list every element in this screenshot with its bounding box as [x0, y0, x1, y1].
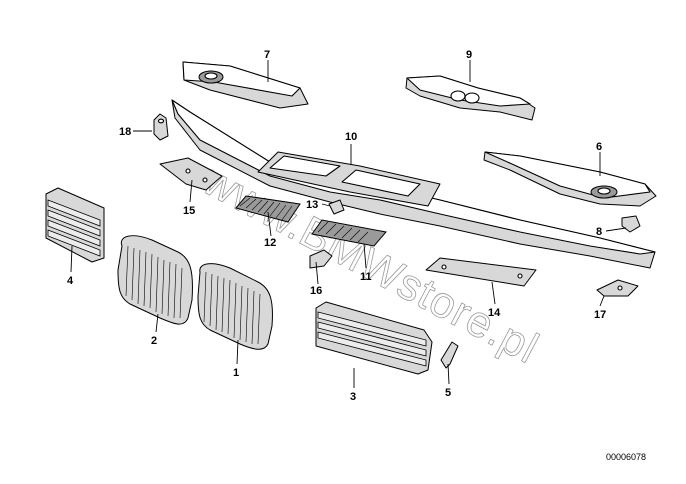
part-15-seal-plate[interactable] — [159, 157, 223, 191]
callout-9: 9 — [466, 49, 472, 61]
callout-12: 12 — [264, 237, 276, 249]
part-17-tab[interactable] — [596, 279, 639, 297]
callout-18: 18 — [119, 126, 131, 138]
diagram-reference-number: 00006078 — [606, 452, 646, 462]
part-1-kidney-grille-right[interactable] — [197, 263, 273, 350]
callout-14: 14 — [488, 307, 501, 319]
callout-2: 2 — [151, 335, 157, 347]
callout-11: 11 — [360, 271, 372, 283]
callout-6: 6 — [596, 141, 602, 153]
part-2-kidney-grille-left[interactable] — [117, 235, 193, 325]
part-5-bracket[interactable] — [440, 341, 459, 369]
part-8-clip[interactable] — [621, 215, 641, 233]
callout-1: 1 — [233, 367, 239, 379]
callout-13: 13 — [306, 199, 318, 211]
callout-10: 10 — [345, 131, 357, 143]
part-12-intake-grille[interactable] — [235, 195, 301, 223]
part-4-left-louver-grille[interactable] — [45, 187, 105, 263]
callout-7: 7 — [264, 49, 270, 61]
part-3-right-louver-grille[interactable] — [315, 301, 433, 375]
callout-5: 5 — [445, 387, 451, 399]
part-7-left-cowl-trim[interactable] — [182, 61, 309, 109]
callout-4: 4 — [67, 275, 74, 287]
part-9-center-bracket[interactable] — [405, 75, 536, 121]
part-11-intake-grille[interactable] — [311, 219, 387, 247]
callout-16: 16 — [310, 285, 322, 297]
part-16-pad[interactable] — [309, 249, 333, 269]
part-10-cowl-panel[interactable] — [171, 99, 656, 269]
callout-8: 8 — [596, 226, 602, 238]
part-6-right-cowl-trim[interactable] — [483, 151, 657, 207]
callout-17: 17 — [594, 309, 606, 321]
part-18-tab[interactable] — [153, 113, 169, 141]
callout-3: 3 — [350, 391, 356, 403]
part-14-seal-plate[interactable] — [425, 257, 537, 287]
part-13-clip[interactable] — [328, 199, 345, 215]
leader-lines — [70, 60, 627, 388]
callout-15: 15 — [183, 205, 195, 217]
